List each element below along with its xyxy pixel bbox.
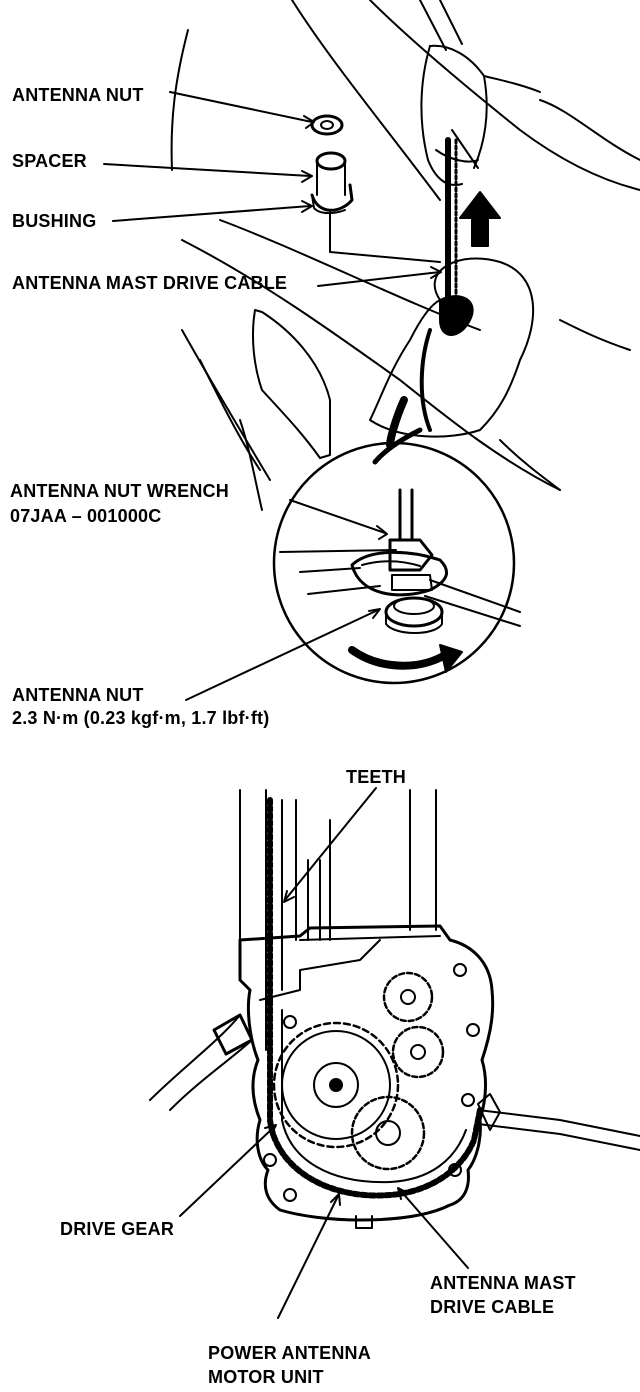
wrench-part-number: 07JAA – 001000C	[10, 506, 162, 526]
motor-unit-label-line1: POWER ANTENNA	[208, 1343, 371, 1363]
bushing-part	[310, 183, 354, 215]
mast-drive-cable-top	[445, 137, 458, 303]
wrench-name-label: ANTENNA NUT WRENCH	[10, 481, 229, 501]
fender-illustration	[170, 0, 640, 511]
motor-cable-label-line1: ANTENNA MAST	[430, 1273, 576, 1293]
motor-unit-label-line2: MOTOR UNIT	[208, 1367, 324, 1387]
antenna-nut-label: ANTENNA NUT	[12, 85, 144, 105]
spacer-part	[315, 151, 347, 196]
top-leader-lines	[103, 91, 442, 287]
circle-leader-lines	[185, 499, 388, 701]
lower-nut-label: ANTENNA NUT	[12, 685, 144, 705]
bushing-label: BUSHING	[12, 211, 97, 231]
teeth-label: TEETH	[346, 767, 407, 787]
spacer-label: SPACER	[12, 151, 87, 171]
motor-unit-illustration	[149, 789, 640, 1229]
antenna-boot	[369, 257, 535, 449]
motor-leader-lines	[179, 787, 469, 1319]
drive-gear-label: DRIVE GEAR	[60, 1219, 175, 1239]
drive-cable-label: ANTENNA MAST DRIVE CABLE	[12, 273, 288, 293]
torque-spec: 2.3 N·m (0.23 kgf·m, 1.7 lbf·ft)	[12, 708, 270, 728]
wrench-detail-circle	[272, 427, 521, 685]
antenna-nut-part	[310, 114, 344, 136]
motor-cable-label-line2: DRIVE CABLE	[430, 1297, 555, 1317]
